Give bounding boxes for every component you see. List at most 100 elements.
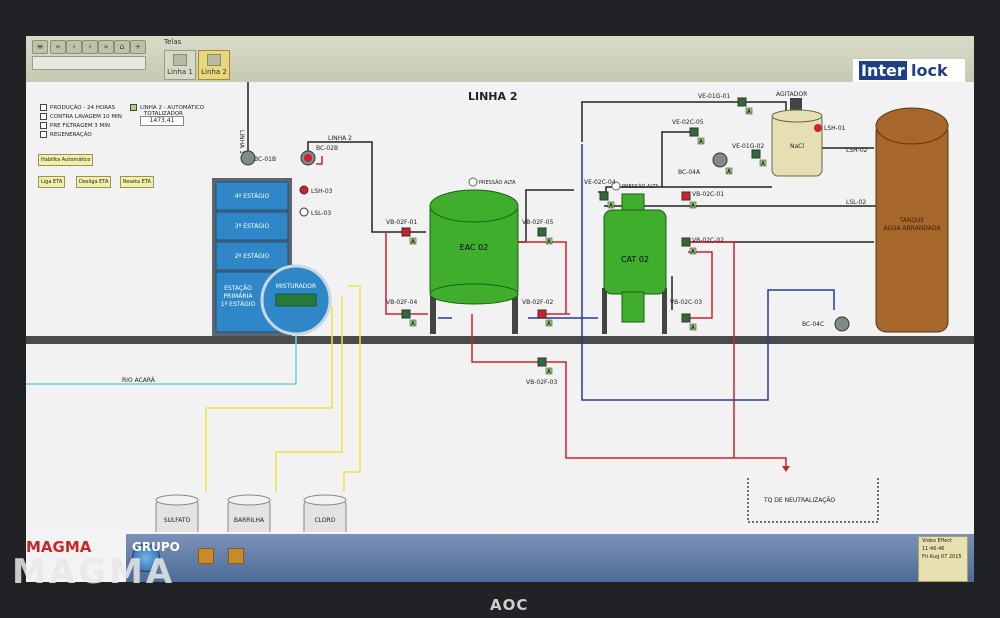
- label-vb02f04: VB-02F-04: [386, 299, 417, 306]
- pump-bc01b-icon[interactable]: [240, 150, 256, 166]
- drain-arrow-icon: [782, 466, 790, 472]
- valve-vb02c03[interactable]: [681, 313, 691, 323]
- pressure-alarm-eac-icon: [468, 177, 478, 187]
- screens-group-label: Telas: [164, 38, 182, 46]
- label-stage4: 4º ESTÁGIO: [235, 193, 270, 200]
- label-lsh03: LSH-03: [311, 188, 333, 195]
- checkbox-linha2-auto[interactable]: LINHA 2 - AUTOMÁTICO: [130, 104, 204, 111]
- folder-icon[interactable]: [198, 548, 214, 564]
- neutralization-tank: [747, 478, 879, 523]
- valve-vb02f02[interactable]: [537, 309, 547, 319]
- pump-bc04a-icon[interactable]: [712, 152, 728, 168]
- valve-auto-label: A: [699, 139, 703, 145]
- valve-auto-label: A: [609, 203, 613, 209]
- label-agitador: AGITADOR: [776, 91, 807, 98]
- label-stage1c: 1º ESTÁGIO: [221, 301, 256, 308]
- stage-4: [215, 181, 289, 211]
- mixer-blade: [275, 293, 317, 307]
- checkbox-regeneracao[interactable]: REGENERAÇÃO: [40, 131, 92, 138]
- sensor-lsh03-icon: [299, 185, 309, 195]
- nav-back-icon[interactable]: ‹: [66, 40, 82, 54]
- interlock-logo: Inter lock: [852, 58, 966, 84]
- tab-linha-2[interactable]: Linha 2: [198, 50, 230, 80]
- label-lsh01: LSH-01: [824, 125, 846, 132]
- valve-auto-label: A: [761, 161, 765, 167]
- checkbox-pre-filtragem[interactable]: PRE FILTRAGEM 3 MIN: [40, 122, 110, 129]
- nacl-tank: [771, 98, 823, 177]
- valve-auto-label: A: [547, 239, 551, 245]
- pressure-alarm-cat-icon: [611, 181, 621, 191]
- home-icon[interactable]: ⌂: [114, 40, 130, 54]
- label-cat02: CAT 02: [621, 255, 649, 264]
- valve-auto-label: A: [691, 325, 695, 331]
- stage-3: [215, 211, 289, 241]
- valve-ve01g01[interactable]: [737, 97, 747, 107]
- valve-vb02f01[interactable]: [401, 227, 411, 237]
- label-stage1b: PRIMÁRIA: [224, 293, 254, 300]
- label-bc04c: BC-04C: [802, 321, 824, 328]
- label-sulfato: SULFATO: [164, 517, 191, 524]
- valve-auto-label: A: [547, 321, 551, 327]
- label-ve02c05: VE-02C-05: [672, 119, 704, 126]
- stage-tower: [212, 178, 332, 336]
- page-title: LINHA 2: [468, 90, 518, 103]
- valve-vb02f05[interactable]: [537, 227, 547, 237]
- start-eta-button[interactable]: Liga ETA: [38, 176, 66, 188]
- menu-icon[interactable]: ≡: [32, 40, 48, 54]
- zoom-icon[interactable]: +: [130, 40, 146, 54]
- stop-eta-button[interactable]: Desliga ETA: [76, 176, 112, 188]
- hmi-screen: ≡ « ‹ › » ⌂ + Telas Linha 1 Linha 2 Inte…: [26, 36, 974, 582]
- label-linha1: LINHA 1: [238, 130, 245, 154]
- checkbox-contra-lavagem[interactable]: CONTRA LAVAGEM 10 MIN: [40, 113, 122, 120]
- valve-auto-label: A: [727, 169, 731, 175]
- tray-date: Fri Aug 07 2015: [922, 554, 962, 560]
- label-misturador: MISTURADOR: [276, 283, 316, 290]
- label-rio: RIO ACARÁ: [122, 377, 156, 384]
- nav-last-icon[interactable]: »: [98, 40, 114, 54]
- system-tray: Video Effect 11:46:46 Fri Aug 07 2015: [918, 536, 968, 582]
- valve-auto-label: A: [411, 321, 415, 327]
- valve-auto-label: A: [691, 203, 695, 209]
- start-button[interactable]: [132, 544, 160, 572]
- tray-time: 11:46:46: [922, 546, 945, 552]
- valves: [401, 97, 761, 367]
- valve-ve01g02[interactable]: [751, 149, 761, 159]
- pump-bc04c-icon[interactable]: [834, 316, 850, 332]
- soft-water-tank: [875, 107, 949, 333]
- label-barrilha: BARRILHA: [234, 517, 265, 524]
- reset-eta-button[interactable]: Reseta ETA: [120, 176, 154, 188]
- checkbox-producao[interactable]: PRODUÇÃO - 24 HORAS: [40, 104, 115, 111]
- valve-vb02f04[interactable]: [401, 309, 411, 319]
- tab-linha-1[interactable]: Linha 1: [164, 50, 196, 80]
- label-vb02f01: VB-02F-01: [386, 219, 417, 226]
- valve-auto-label: A: [547, 369, 551, 375]
- valve-vb02f03[interactable]: [537, 357, 547, 367]
- pump-bc02b-alarm-icon: [304, 154, 312, 162]
- enable-auto-button[interactable]: Habilita Automático: [38, 154, 94, 166]
- eac02-tank: [429, 189, 519, 334]
- red-pipes: [316, 156, 787, 466]
- valve-auto-label: A: [747, 109, 751, 115]
- nav-first-icon[interactable]: «: [50, 40, 66, 54]
- label-pressao2: PRESSÃO ALTA: [622, 183, 659, 190]
- cat02-tank: [602, 193, 667, 334]
- label-vb02c03: VB-02C-03: [670, 299, 702, 306]
- valve-vb02c01[interactable]: [681, 191, 691, 201]
- label-vb02c01: VB-02C-01: [692, 191, 724, 198]
- label-ve01g01: VE-01G-01: [698, 93, 730, 100]
- label-stage1a: ESTAÇÃO: [224, 285, 252, 292]
- screen-selector[interactable]: [32, 56, 146, 70]
- valve-ve02c04[interactable]: [599, 191, 609, 201]
- valve-vb02c02[interactable]: [681, 237, 691, 247]
- label-vb02c02: VB-02C-02: [692, 237, 724, 244]
- nav-forward-icon[interactable]: ›: [82, 40, 98, 54]
- watermark-grupo: GRUPO: [132, 540, 180, 554]
- toolbar: ≡ « ‹ › » ⌂ + Telas Linha 1 Linha 2 Inte…: [26, 36, 974, 84]
- valve-ve02c05[interactable]: [689, 127, 699, 137]
- label-vb02f05: VB-02F-05: [522, 219, 553, 226]
- sensor-lsh01-icon: [814, 124, 822, 132]
- watermark: MAGMA GRUPO MAGMA: [12, 538, 180, 590]
- app-icon[interactable]: [228, 548, 244, 564]
- monitor-brand-logo: AOC: [490, 596, 529, 614]
